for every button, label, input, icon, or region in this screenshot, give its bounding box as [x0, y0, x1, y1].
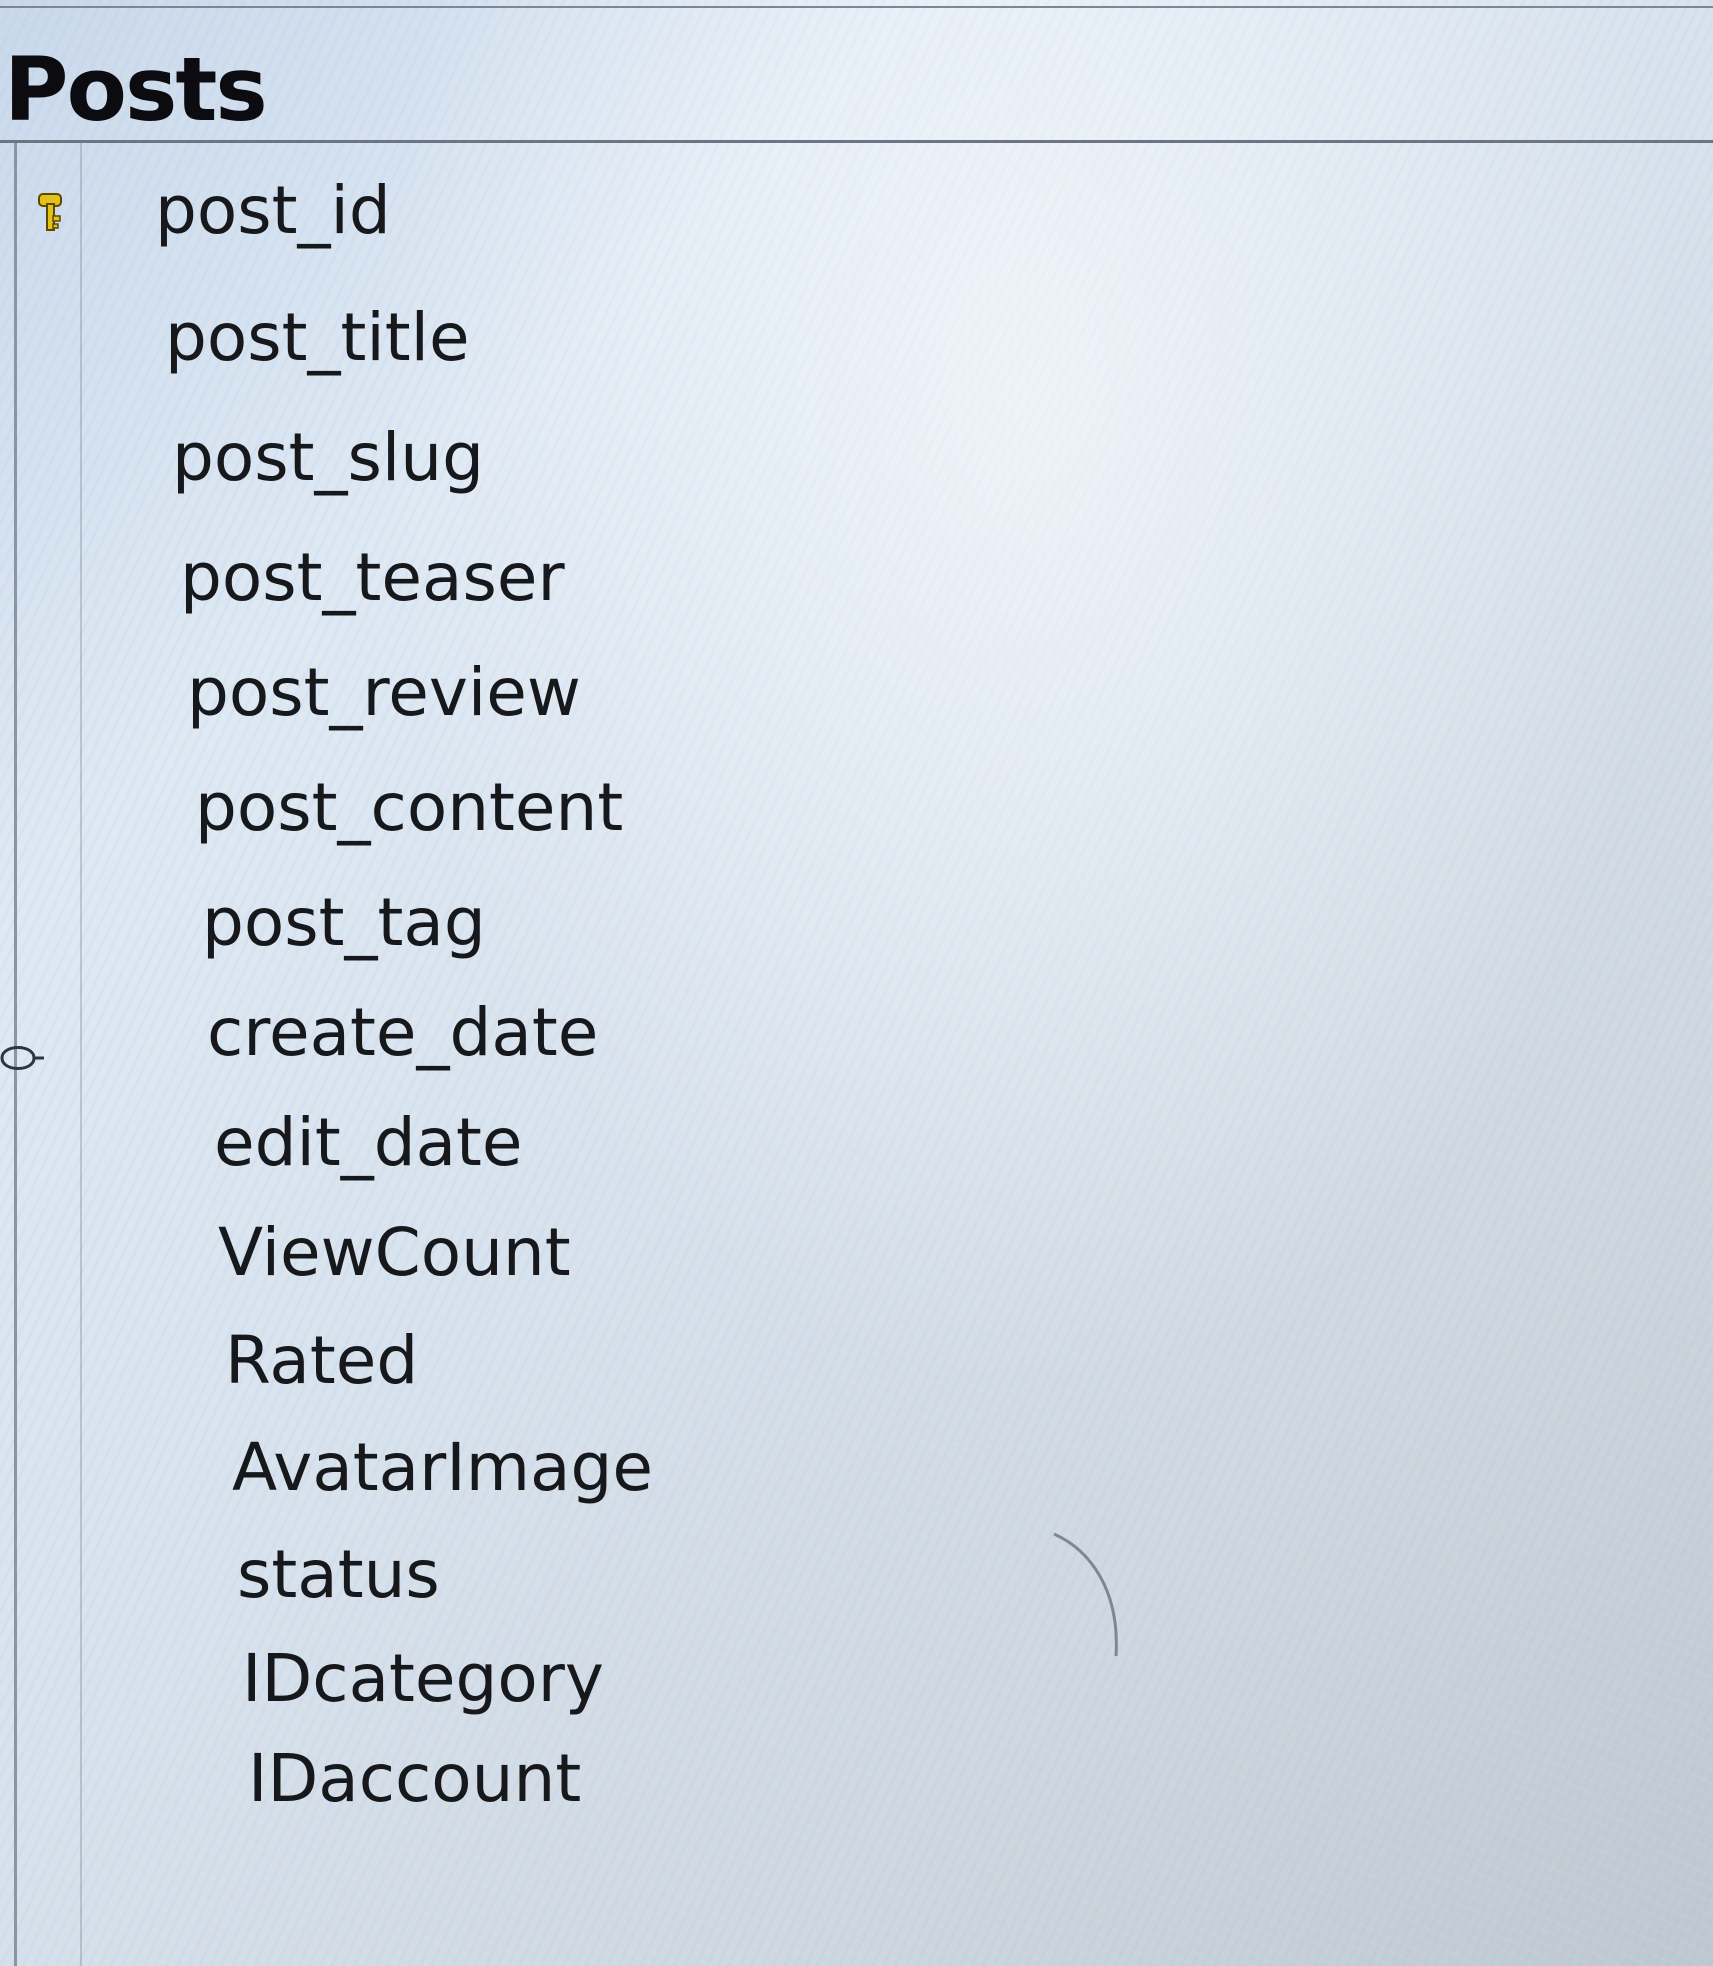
column-row[interactable]: post_slug: [172, 419, 484, 496]
column-row[interactable]: post_tag: [202, 884, 486, 961]
column-row[interactable]: post_teaser: [180, 539, 565, 616]
column-row[interactable]: IDaccount: [248, 1740, 582, 1817]
header-divider: [0, 140, 1713, 143]
connector-icon: [0, 1046, 44, 1070]
column-row[interactable]: status: [237, 1536, 440, 1613]
key-icon: [38, 193, 62, 231]
column-row[interactable]: create_date: [207, 994, 599, 1071]
column-row[interactable]: Rated: [225, 1322, 419, 1399]
column-row[interactable]: edit_date: [214, 1104, 523, 1181]
column-row[interactable]: AvatarImage: [232, 1429, 653, 1506]
window-top-border: [0, 6, 1713, 8]
column-row[interactable]: ViewCount: [218, 1214, 571, 1291]
column-row[interactable]: post_id: [155, 172, 391, 249]
table-left-border: [14, 143, 17, 1966]
column-row[interactable]: IDcategory: [242, 1640, 604, 1717]
column-row[interactable]: post_content: [195, 769, 624, 846]
column-row[interactable]: post_title: [165, 299, 470, 376]
row-selector-border: [80, 143, 82, 1966]
screen-smudge: [1053, 1532, 1118, 1657]
table-title[interactable]: Posts: [4, 38, 268, 141]
column-row[interactable]: post_review: [187, 654, 581, 731]
